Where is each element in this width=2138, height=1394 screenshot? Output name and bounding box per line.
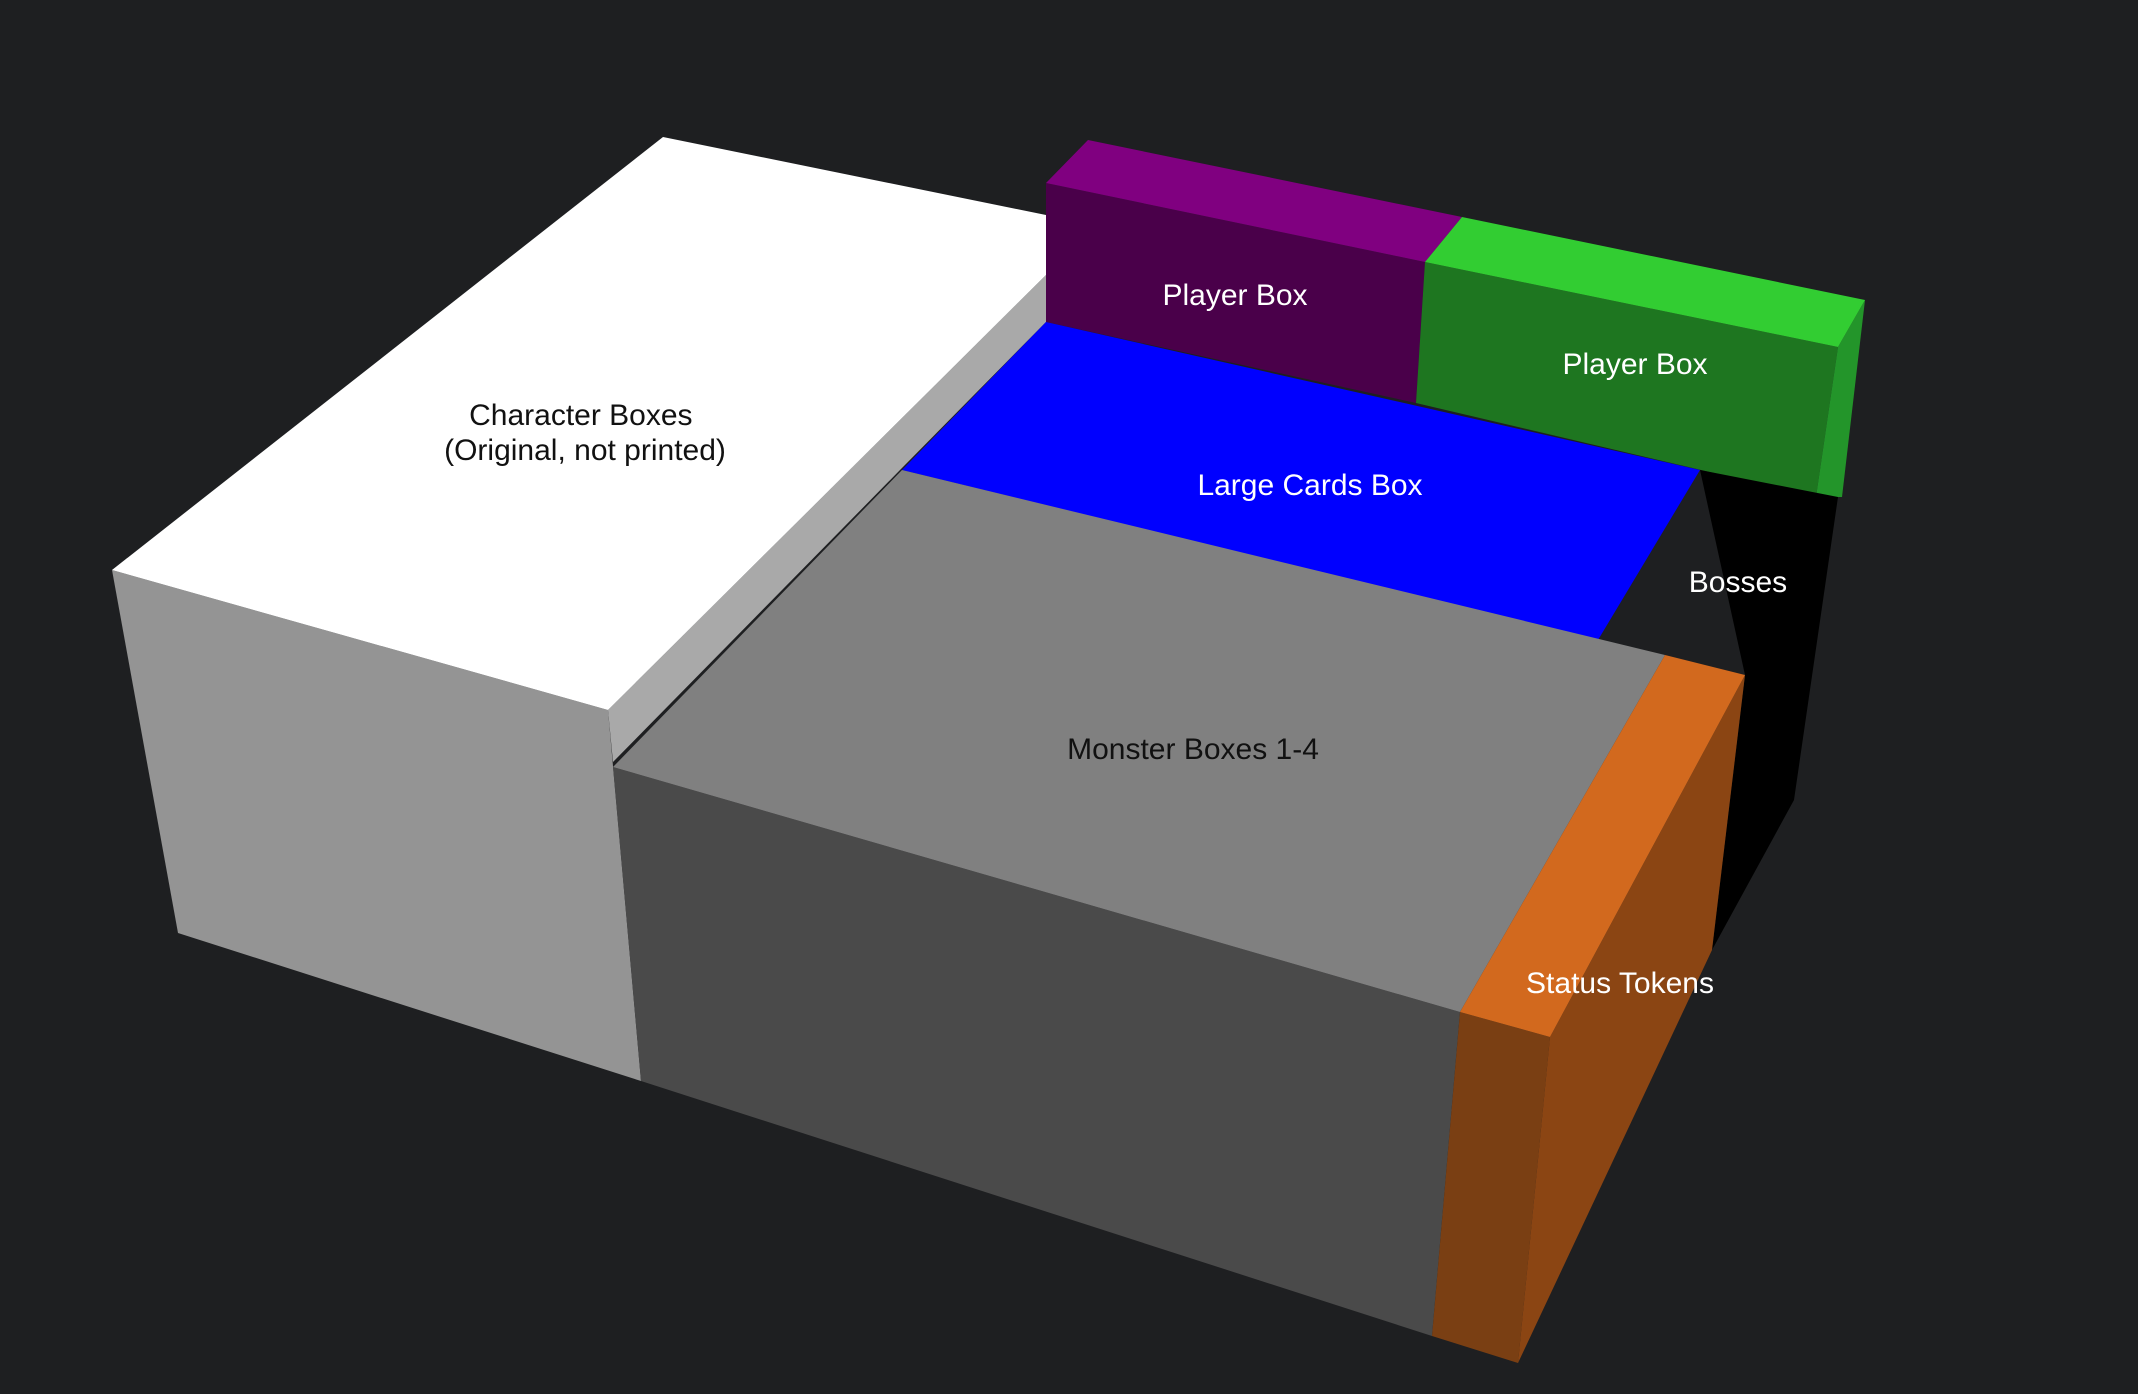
status-tokens-label: Status Tokens [1526,967,1714,1000]
status-tokens [1432,655,1745,1363]
monster-boxes-front-face [613,767,1460,1336]
character-boxes-label-line-2: (Original, not printed) [444,434,726,467]
status-tokens-side-face [1518,675,1745,1363]
large-cards-box-top-face [902,322,1700,640]
player-box-purple-front-face [1046,183,1425,403]
monster-boxes-top-face [613,470,1665,1012]
player-box-green-side-face [1816,300,1865,497]
character-boxes-label-line-1: Character Boxes [469,399,692,432]
character-boxes-top-face [112,137,1046,710]
large-cards-box [902,322,1700,640]
monster-boxes-label: Monster Boxes 1-4 [1067,733,1319,766]
status-tokens-front-face [1432,1012,1550,1363]
character-boxes-side-face [608,275,1046,762]
bosses-side-face [1700,470,1838,950]
bosses-label: Bosses [1689,566,1787,599]
player-box-green-front-face [1416,262,1838,497]
large-cards-box-label: Large Cards Box [1197,469,1422,502]
character-boxes-label: Character Boxes (Original, not printed) [444,399,726,467]
player-box-purple [1046,140,1462,403]
player-box-purple-label: Player Box [1162,279,1307,312]
player-box-green-label: Player Box [1562,348,1707,381]
character-boxes-front-face [112,570,641,1081]
monster-boxes [613,470,1665,1336]
character-boxes [112,137,1046,1081]
player-box-green-top-face [1425,217,1865,347]
player-box-purple-top-face [1046,140,1462,262]
bosses [1700,470,1838,950]
player-box-green [1416,217,1865,497]
status-tokens-top-face [1460,655,1745,1037]
